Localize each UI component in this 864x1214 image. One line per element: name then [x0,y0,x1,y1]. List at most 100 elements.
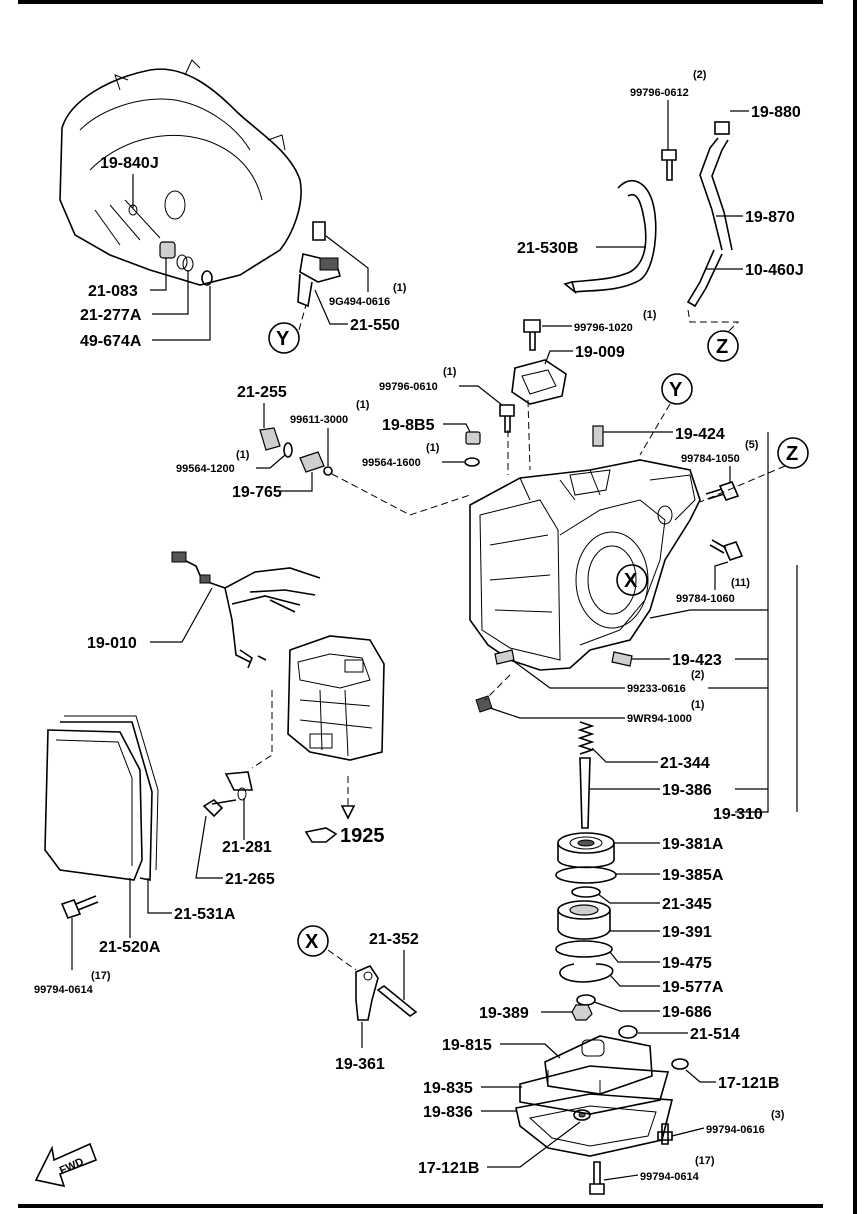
label-19-840J: 19-840J [100,155,159,172]
plug-19-8B5 [465,431,481,445]
leader-21-344 [591,747,658,763]
piston-19-391 [557,900,611,940]
svg-text:Y: Y [276,328,290,350]
control-valve-body [287,635,385,761]
leader-9G494 [325,235,369,292]
bolt-99796-0610 [499,404,515,433]
leader-99564-1200 [256,454,286,469]
label-99796-0610: 99796-0610 [379,381,438,393]
bolt-99784-1050 [705,481,740,501]
bolt-21-265 [202,798,237,818]
transaxle-case [469,459,701,671]
bolt-99784-1060 [709,539,744,561]
label-19-870: 19-870 [745,209,795,226]
pan-19-836 [515,1093,674,1157]
snap-ring-19-577A [559,963,614,983]
label-19-475: 19-475 [662,955,712,972]
dipstick-19-870 [686,121,733,308]
leader-19-010 [150,587,213,643]
nut-19-389 [571,1004,593,1021]
svg-text:X: X [624,570,638,592]
label-21-277A: 21-277A [80,307,142,324]
label-99794-0614b: 99794-0614 [640,1171,700,1183]
bolt-99794-0614-right [589,1161,605,1195]
label-21-344: 21-344 [660,755,710,772]
oil-pan-cover-21-520A [44,729,143,881]
leader-21-345 [597,893,660,904]
qty-99796-0612: (2) [693,69,707,81]
label-17-121B-right: 17-121B [718,1075,779,1092]
right-border [853,0,857,1214]
leader-19-686 [593,1001,660,1012]
svg-text:X: X [305,931,319,953]
label-99794-0616: 99794-0616 [706,1124,765,1136]
rod-19-386 [579,757,591,829]
label-21-281: 21-281 [222,839,272,856]
leader-9WR94 [489,707,625,719]
label-99564-1600: 99564-1600 [362,457,421,469]
gasket-19-835 [519,1065,670,1115]
label-49-674A: 49-674A [80,333,142,350]
label-21-550: 21-550 [350,317,400,334]
label-21-514: 21-514 [690,1026,740,1043]
dash-valve [251,690,273,769]
callout-x-case: X [616,564,648,596]
leader-49-674A [152,286,211,341]
label-21-352: 21-352 [369,931,419,948]
label-9G494-0616: 9G494-0616 [329,296,390,308]
washer-19-686 [576,994,596,1006]
label-21-530B: 21-530B [517,240,578,257]
label-21-531A: 21-531A [174,906,236,923]
label-10-460J: 10-460J [745,262,804,279]
label-19-577A: 19-577A [662,979,724,996]
qty-99794-0614a: (17) [91,970,111,982]
label-19-423: 19-423 [672,652,722,669]
leader-case-19-310 [649,609,768,619]
leader-19-8B5 [443,423,471,433]
svg-text:Y: Y [669,379,683,401]
leader-17-121B-right [685,1069,716,1083]
fwd-arrow-icon: FWD [34,1142,98,1188]
qty-99611-3000: (1) [356,399,370,411]
label-99784-1060: 99784-1060 [676,593,735,605]
leader-19-815 [500,1043,561,1059]
qty-99784-1060: (11) [731,577,750,589]
qty-9WR94: (1) [691,699,705,711]
leader-19-475 [609,951,660,963]
leader-19-765 [280,472,313,492]
callout-x-lever: X [297,925,329,957]
callout-y-2: Y [661,373,693,405]
piston-19-381A [557,832,615,869]
label-19-815: 19-815 [442,1037,492,1054]
leader-21-277A [152,270,189,315]
label-19-310: 19-310 [713,806,763,823]
bolt-99794-0616 [657,1123,673,1145]
qty-99794-0616: (3) [771,1109,785,1121]
bolt-99794-0614-left [60,895,99,919]
label-99796-1020: 99796-1020 [574,322,633,334]
pin-19-424 [592,425,604,447]
leader-19-009 [544,350,573,365]
pin-21-352 [376,985,418,1017]
dash-case-left [331,473,471,516]
qty-99796-1020: (1) [643,309,657,321]
ball-99611-3000 [323,466,333,476]
label-99611-3000: 99611-3000 [290,414,348,426]
dash-z2 [699,465,786,503]
plug-9WR94-1000 [475,695,493,713]
callout-z-1: Z [707,330,739,362]
label-19-835: 19-835 [423,1080,473,1097]
label-19-391: 19-391 [662,924,712,941]
callout-y-1: Y [268,322,300,354]
leader-21-531A [147,878,172,914]
strainer-19-815 [544,1035,653,1095]
label-99794-0614a: 99794-0614 [34,984,94,996]
washer-17-121B-right [671,1058,689,1070]
label-99784-1050: 99784-1050 [681,453,740,465]
leader-17-121B-left [487,1121,581,1168]
label-99233-0616: 99233-0616 [627,683,686,695]
seal-19-385A [555,866,617,884]
label-19-009: 19-009 [575,344,625,361]
label-19-880: 19-880 [751,104,801,121]
